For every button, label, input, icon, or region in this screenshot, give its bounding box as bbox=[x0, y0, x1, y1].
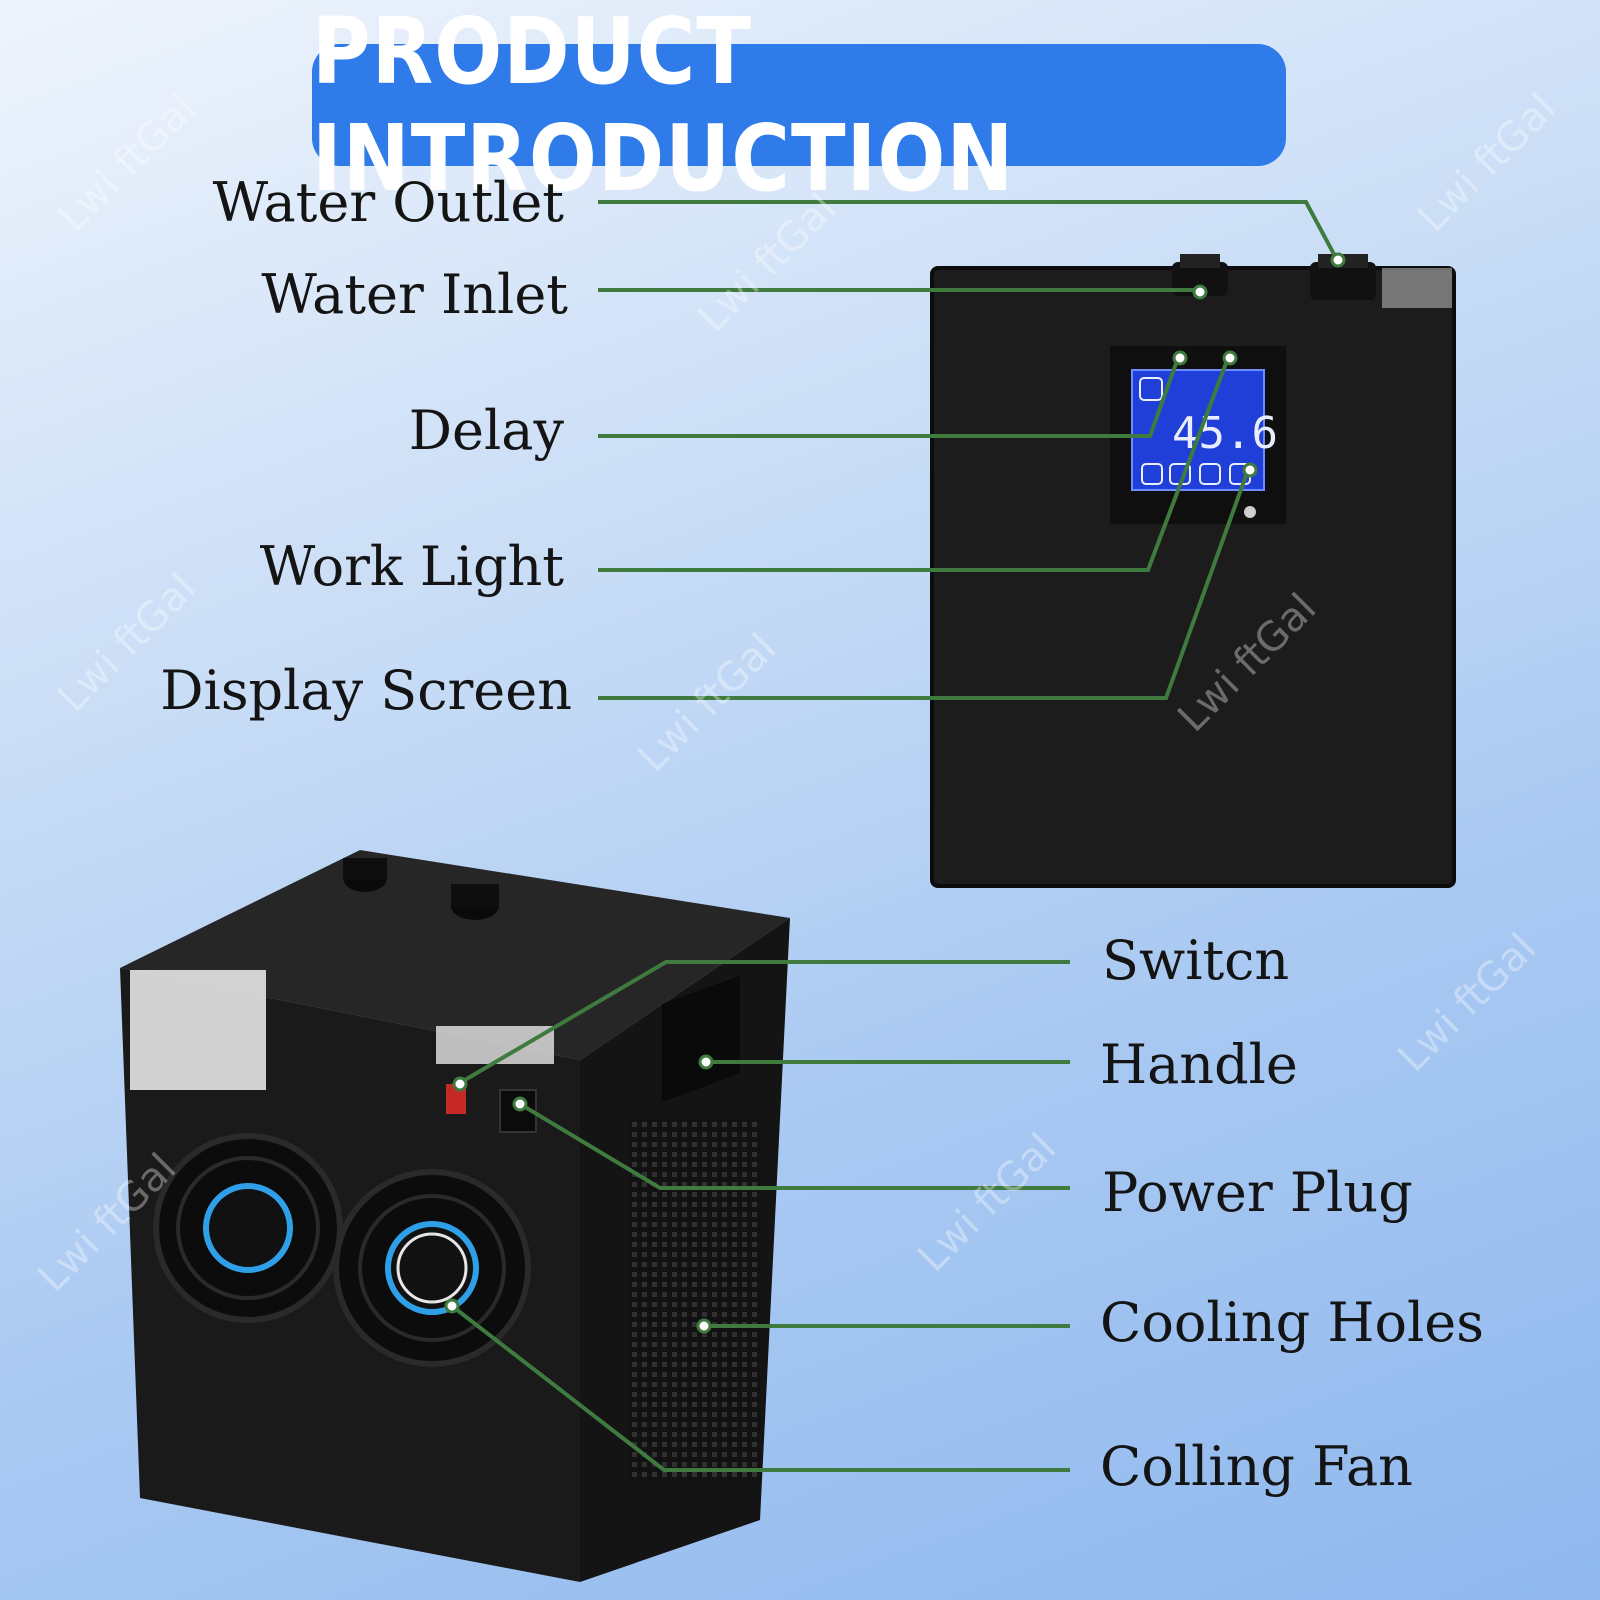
chiller-rear-view bbox=[120, 850, 790, 1582]
spec-sticker bbox=[130, 970, 266, 1090]
power-switch bbox=[446, 1084, 466, 1114]
label-display-screen: Display Screen bbox=[160, 659, 572, 722]
cooling-fan-left bbox=[153, 1133, 343, 1323]
title-banner: PRODUCT INTRODUCTION bbox=[312, 0, 1286, 212]
cooling-fan-right bbox=[333, 1169, 531, 1367]
leader-dots bbox=[444, 252, 1346, 1334]
top-connector-left bbox=[343, 858, 387, 892]
barcode-sticker bbox=[436, 1026, 554, 1064]
display-reading: 45.6 bbox=[1172, 408, 1278, 459]
label-cooling-fan: Colling Fan bbox=[1100, 1435, 1413, 1498]
page-title: PRODUCT INTRODUCTION bbox=[312, 0, 1015, 212]
side-handle bbox=[662, 975, 740, 1103]
leader-lines bbox=[450, 200, 1338, 1472]
leader-water-outlet bbox=[598, 200, 1338, 259]
leader-display-screen bbox=[598, 469, 1250, 700]
top-connector-right bbox=[451, 884, 499, 920]
leader-work-light bbox=[598, 357, 1230, 572]
leader-delay bbox=[598, 357, 1180, 438]
cooling-holes bbox=[630, 1120, 760, 1480]
leader-cooling-fan bbox=[450, 1304, 1070, 1472]
label-cooling-holes: Cooling Holes bbox=[1100, 1291, 1484, 1354]
label-switch: Switcn bbox=[1102, 929, 1290, 992]
label-power-plug: Power Plug bbox=[1102, 1161, 1413, 1224]
label-delay: Delay bbox=[408, 399, 564, 462]
water-outlet-connector bbox=[1310, 254, 1452, 308]
leader-switch bbox=[456, 960, 1070, 1086]
label-water-inlet: Water Inlet bbox=[261, 263, 568, 326]
chiller-front-view: 45.6 bbox=[930, 254, 1456, 888]
water-inlet-connector bbox=[1172, 254, 1228, 296]
leader-power-plug bbox=[518, 1102, 1070, 1190]
label-work-light: Work Light bbox=[259, 535, 564, 598]
label-water-outlet: Water Outlet bbox=[212, 171, 564, 234]
label-handle: Handle bbox=[1100, 1033, 1298, 1096]
